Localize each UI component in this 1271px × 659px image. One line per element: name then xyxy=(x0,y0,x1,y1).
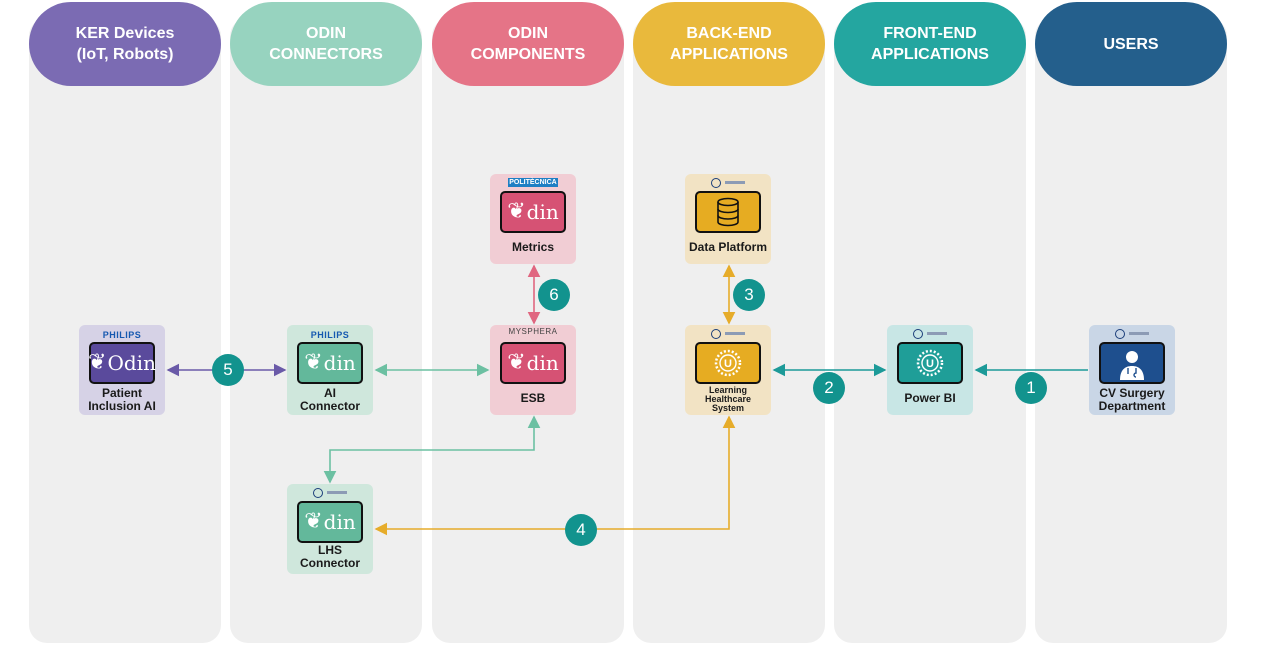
header-line1: FRONT-END xyxy=(883,25,977,42)
odin-logo-text: Odin xyxy=(107,351,156,375)
odin-logo-icon: ❦din xyxy=(297,501,363,543)
header-odin-connectors: ODIN CONNECTORS xyxy=(230,2,422,86)
header-back-end: BACK-END APPLICATIONS xyxy=(633,2,825,86)
umc-utrecht-wordmark xyxy=(327,491,347,494)
node-patient-inclusion-ai: PHILIPS ❦Odin Patient Inclusion AI xyxy=(79,325,165,415)
philips-logo: PHILIPS xyxy=(102,330,142,340)
node-label-line2: Connector xyxy=(300,399,360,413)
node-label-line2: Healthcare xyxy=(704,394,752,404)
svg-text:U: U xyxy=(724,358,732,370)
umc-utrecht-wordmark xyxy=(725,332,745,335)
odin-logo-text: din xyxy=(323,510,356,534)
step-badge-6: 6 xyxy=(538,279,570,311)
odin-logo-icon: ❦din xyxy=(297,342,363,384)
node-label-line1: LHS xyxy=(318,543,342,557)
header-users: USERS xyxy=(1035,2,1227,86)
node-lhs-connector: ❦din LHS Connector xyxy=(287,484,373,574)
umc-sun-icon: U xyxy=(897,342,963,384)
umc-utrecht-logo-icon xyxy=(1115,329,1125,339)
step-badge-5: 5 xyxy=(212,354,244,386)
node-label-line1: Power BI xyxy=(904,391,956,405)
node-label-line2: Inclusion AI xyxy=(88,399,156,413)
umc-utrecht-wordmark xyxy=(927,332,947,335)
arrow-step-4 xyxy=(374,415,736,536)
node-label-line1: Patient xyxy=(101,386,142,400)
doctor-icon xyxy=(1099,342,1165,384)
step-badge-1: 1 xyxy=(1015,372,1047,404)
header-odin-components: ODIN COMPONENTS xyxy=(432,2,624,86)
step-badge-2: 2 xyxy=(813,372,845,404)
odin-logo-text: din xyxy=(526,200,559,224)
node-metrics: POLITÈCNICA ❦din Metrics xyxy=(490,174,576,264)
node-label-line1: Data Platform xyxy=(688,240,768,254)
node-data-platform: Data Platform xyxy=(685,174,771,264)
node-label-line1: Metrics xyxy=(511,240,555,254)
node-label-line1: ESB xyxy=(520,391,546,405)
header-line1: BACK-END xyxy=(686,25,772,42)
umc-utrecht-wordmark xyxy=(725,181,745,184)
header-line2: CONNECTORS xyxy=(269,46,383,63)
node-label-line3: System xyxy=(711,403,745,413)
umc-sun-icon: U xyxy=(695,342,761,384)
step-badge-4: 4 xyxy=(565,514,597,546)
node-esb: MYSPHERA ❦din ESB xyxy=(490,325,576,415)
node-learning-healthcare-system: U Learning Healthcare System xyxy=(685,325,771,415)
umc-utrecht-logo-icon xyxy=(913,329,923,339)
node-label-line1: Learning xyxy=(708,385,747,395)
node-label-line2: Connector xyxy=(300,556,360,570)
umc-utrecht-logo-icon xyxy=(313,488,323,498)
header-line2: APPLICATIONS xyxy=(670,46,788,63)
step-badge-3: 3 xyxy=(733,279,765,311)
header-line1: USERS xyxy=(1103,35,1159,53)
umc-utrecht-logo-icon xyxy=(711,178,721,188)
mysphera-logo: MYSPHERA xyxy=(508,327,558,336)
header-line2: APPLICATIONS xyxy=(871,46,989,63)
header-ker-devices: KER Devices (IoT, Robots) xyxy=(29,2,221,86)
header-front-end: FRONT-END APPLICATIONS xyxy=(834,2,1026,86)
odin-logo-text: din xyxy=(526,351,559,375)
node-ai-connector: PHILIPS ❦din AI Connector xyxy=(287,325,373,415)
umc-utrecht-logo-icon xyxy=(711,329,721,339)
header-line2: (IoT, Robots) xyxy=(76,46,174,63)
philips-logo: PHILIPS xyxy=(310,330,350,340)
politecnica-logo: POLITÈCNICA xyxy=(508,178,558,187)
header-line1: ODIN xyxy=(508,25,548,42)
header-line1: KER Devices xyxy=(75,25,175,42)
header-line2: COMPONENTS xyxy=(470,46,586,63)
arrow-esb-lhs-connector xyxy=(323,415,541,484)
header-line1: ODIN xyxy=(306,25,346,42)
node-label-line2: Department xyxy=(1098,399,1166,413)
node-label-line1: CV Surgery xyxy=(1099,386,1165,400)
svg-text:U: U xyxy=(926,358,934,370)
odin-logo-icon: ❦Odin xyxy=(88,342,156,384)
odin-logo-icon: ❦din xyxy=(500,342,566,384)
node-cv-surgery-department: CV Surgery Department xyxy=(1089,325,1175,415)
database-icon xyxy=(695,191,761,233)
odin-logo-text: din xyxy=(323,351,356,375)
node-label-line1: AI xyxy=(324,386,336,400)
umc-utrecht-wordmark xyxy=(1129,332,1149,335)
odin-logo-icon: ❦din xyxy=(500,191,566,233)
node-power-bi: U Power BI xyxy=(887,325,973,415)
